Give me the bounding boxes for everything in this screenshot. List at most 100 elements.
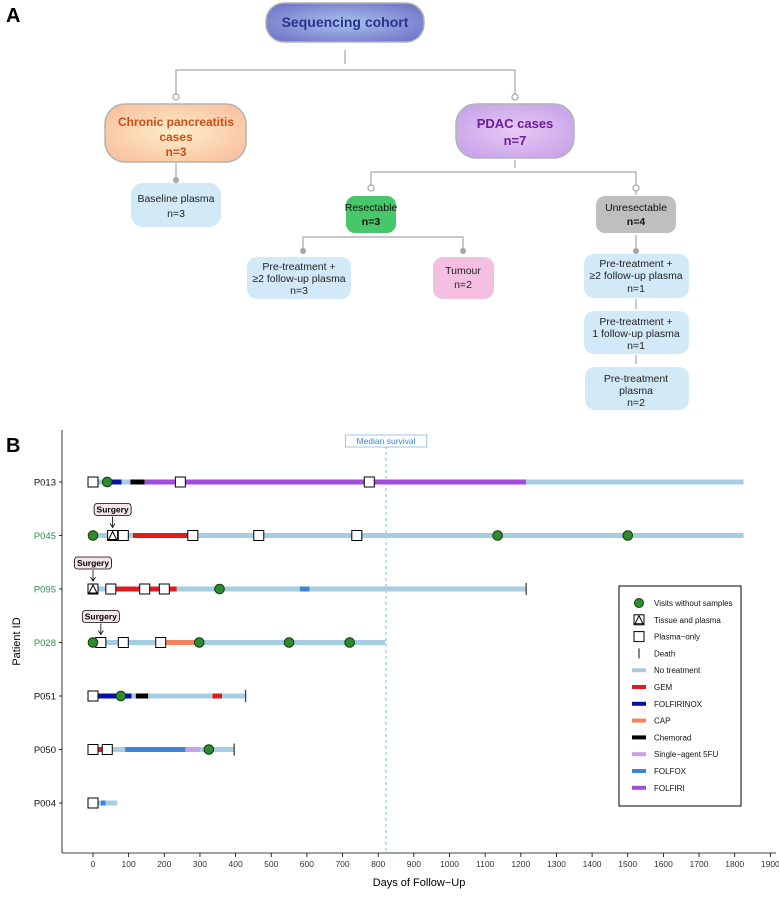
legend-label: FOLFIRINOX [654, 700, 703, 709]
plasma-sample-marker [117, 530, 129, 541]
surgery-label: Surgery [97, 505, 129, 515]
legend-label: Tissue and plasma [654, 616, 721, 625]
legend-label: Death [654, 649, 675, 658]
svg-text:n=3: n=3 [290, 285, 308, 297]
treatment-segment [131, 693, 136, 699]
sequencing-cohort-title: Sequencing cohort [282, 14, 409, 30]
svg-text:plasma: plasma [619, 385, 653, 397]
visit-marker [193, 637, 205, 648]
plasma-sample-marker [253, 530, 265, 541]
x-tick-label: 1100 [476, 859, 495, 869]
surgery-arrow-head-icon [109, 523, 116, 529]
treatment-segment [185, 747, 200, 752]
visit-marker [115, 690, 127, 702]
treatment-segment [192, 533, 744, 538]
svg-text:n=7: n=7 [504, 133, 527, 148]
treatment-segment [106, 479, 122, 485]
x-tick-label: 300 [193, 859, 207, 869]
svg-text:PDAC cases: PDAC cases [477, 116, 554, 131]
treatment-segment [125, 747, 186, 752]
visit-marker [492, 530, 503, 541]
svg-text:Baseline plasma: Baseline plasma [137, 193, 214, 205]
unresectable-pretreatment-0-node: Pre-treatment plasma n=2 [585, 367, 689, 410]
x-tick-label: 1800 [725, 859, 744, 869]
visit-marker [283, 637, 295, 648]
patient-id-label: P045 [34, 531, 56, 542]
patient-id-label: P013 [34, 478, 56, 489]
svg-text:≥2 follow-up plasma: ≥2 follow-up plasma [252, 273, 345, 285]
plasma-sample-marker [139, 583, 151, 595]
panel-a-flowchart: A Sequencing cohort [6, 2, 689, 410]
legend-label: No treatment [654, 666, 701, 675]
x-tick-label: 500 [264, 859, 278, 869]
sequencing-cohort-node: Sequencing cohort [265, 2, 425, 43]
plasma-sample-marker [174, 476, 186, 488]
x-tick-label: 1700 [690, 859, 709, 869]
treatment-segment [93, 479, 107, 485]
svg-text:Unresectable: Unresectable [605, 202, 667, 214]
legend-label: Chemorad [654, 733, 691, 742]
unresectable-pretreatment-1-node: Pre-treatment + 1 follow-up plasma n=1 [584, 311, 689, 354]
plasma-sample-marker [87, 797, 99, 809]
legend-label: Visits without samples [654, 599, 733, 608]
plasma-sample-marker [363, 476, 375, 488]
plasma-sample-marker [101, 744, 113, 755]
legend-label: FOLFIRI [654, 784, 685, 793]
legend-swatch [632, 735, 646, 740]
x-tick-label: 1300 [547, 859, 566, 869]
median-survival-label: Median survival [357, 436, 416, 446]
plasma-sample-marker [155, 637, 167, 648]
svg-text:Tumour: Tumour [445, 265, 481, 277]
svg-text:≥2 follow-up plasma: ≥2 follow-up plasma [589, 270, 682, 282]
treatment-segment [309, 586, 527, 592]
visit-marker [203, 744, 215, 755]
x-tick-label: 1000 [440, 859, 459, 869]
legend-swatch [632, 785, 646, 790]
surgery-label-box [81, 610, 120, 623]
svg-text:Resectable: Resectable [345, 202, 398, 214]
visit-marker [344, 637, 355, 648]
x-tick-label: 400 [229, 859, 243, 869]
surgery-arrow-head-icon [90, 576, 96, 582]
svg-text:n=3: n=3 [165, 145, 186, 159]
surgery-label-box [93, 503, 132, 516]
flow-connector-dots [172, 93, 640, 254]
treatment-segment [110, 747, 126, 752]
y-axis-label: Patient ID [11, 617, 23, 665]
x-tick-label: 700 [335, 859, 349, 869]
svg-text:n=4: n=4 [627, 216, 646, 228]
legend-swatch [632, 668, 646, 673]
visit-marker [87, 530, 99, 541]
x-tick-label: 100 [122, 859, 136, 869]
panel-a-label: A [6, 5, 20, 27]
visit-marker [214, 583, 225, 595]
patient-id-label: P095 [34, 585, 56, 596]
treatment-segment [222, 693, 246, 699]
patient-id-label: P028 [34, 638, 56, 649]
svg-text:cases: cases [159, 130, 193, 144]
legend-swatch [632, 752, 646, 757]
legend-swatch [632, 701, 646, 706]
surgery-label: Surgery [85, 612, 117, 622]
median-survival-label-box [344, 434, 428, 448]
treatment-segment [199, 747, 235, 752]
legend-swatch [632, 769, 646, 773]
x-tick-label: 200 [157, 859, 171, 869]
tissue-triangle-icon [88, 583, 98, 594]
treatment-segment [299, 586, 310, 592]
svg-text:Pre-treatment +: Pre-treatment + [262, 261, 335, 273]
visit-marker [87, 637, 99, 648]
treatment-segment [526, 479, 744, 485]
svg-text:Chronic pancreatitis: Chronic pancreatitis [118, 115, 234, 129]
treatment-segment [130, 479, 145, 485]
x-tick-label: 0 [91, 859, 96, 869]
baseline-plasma-node: Baseline plasma n=3 [131, 183, 221, 227]
x-tick-label: 1400 [583, 859, 602, 869]
legend-label: FOLFOX [654, 767, 687, 776]
x-tick-label: 1900 [761, 859, 779, 869]
x-tick-label: 800 [371, 859, 385, 869]
svg-text:n=2: n=2 [454, 279, 472, 291]
plasma-sample-marker [87, 690, 99, 702]
